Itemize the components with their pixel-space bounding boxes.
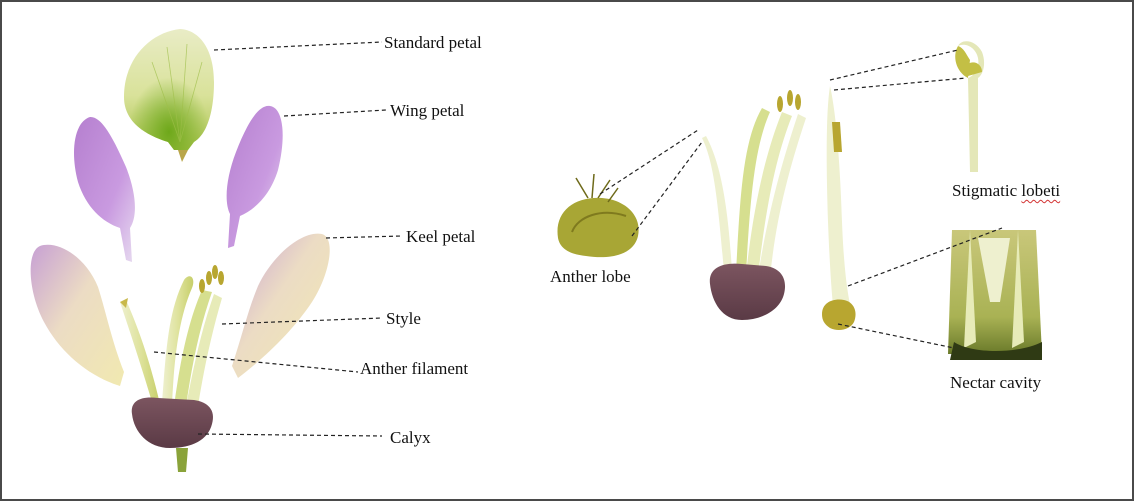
leader-calyx: [198, 434, 382, 436]
keel-petal-left-illustration: [31, 245, 124, 386]
label-anther-filament: Anther filament: [360, 360, 468, 377]
label-anther-lobe: Anther lobe: [550, 268, 631, 285]
anther-lobe-illustration: [557, 174, 638, 257]
label-nectar-cavity: Nectar cavity: [950, 374, 1041, 391]
style-and-filament-illustration: [120, 265, 224, 406]
keel-petal-right-illustration: [232, 234, 330, 378]
stigmatic-lobe-detail-illustration: [955, 41, 984, 172]
label-stigmatic-lobe: Stigmatic lobeti: [952, 182, 1060, 199]
leader-wing-petal: [284, 110, 386, 116]
leader-stigmatic-lobe-bottom: [834, 78, 966, 90]
calyx-illustration: [132, 398, 213, 472]
right-leader-lines: [600, 50, 1002, 348]
label-calyx: Calyx: [390, 429, 431, 446]
pistil-illustration: [822, 86, 856, 330]
stamen-column-illustration: [702, 90, 806, 320]
standard-petal-illustration: [124, 29, 214, 162]
label-standard-petal: Standard petal: [384, 34, 482, 51]
nectar-cavity-detail-illustration: [948, 230, 1042, 360]
leader-keel-petal: [326, 236, 402, 238]
label-stigmatic-lobe-word: lobeti: [1021, 181, 1060, 200]
wing-petal-left-illustration: [74, 117, 135, 262]
leader-anther-lobe-top: [600, 130, 698, 194]
label-keel-petal: Keel petal: [406, 228, 475, 245]
label-wing-petal: Wing petal: [390, 102, 464, 119]
leader-nectar-cavity-bottom: [838, 324, 954, 348]
label-stigmatic-lobe-prefix: Stigmatic: [952, 181, 1021, 200]
leader-anther-lobe-bottom: [632, 142, 702, 236]
wing-petal-right-illustration: [227, 106, 283, 248]
leader-standard-petal: [214, 42, 382, 50]
label-style: Style: [386, 310, 421, 327]
leader-stigmatic-lobe-top: [830, 50, 958, 80]
